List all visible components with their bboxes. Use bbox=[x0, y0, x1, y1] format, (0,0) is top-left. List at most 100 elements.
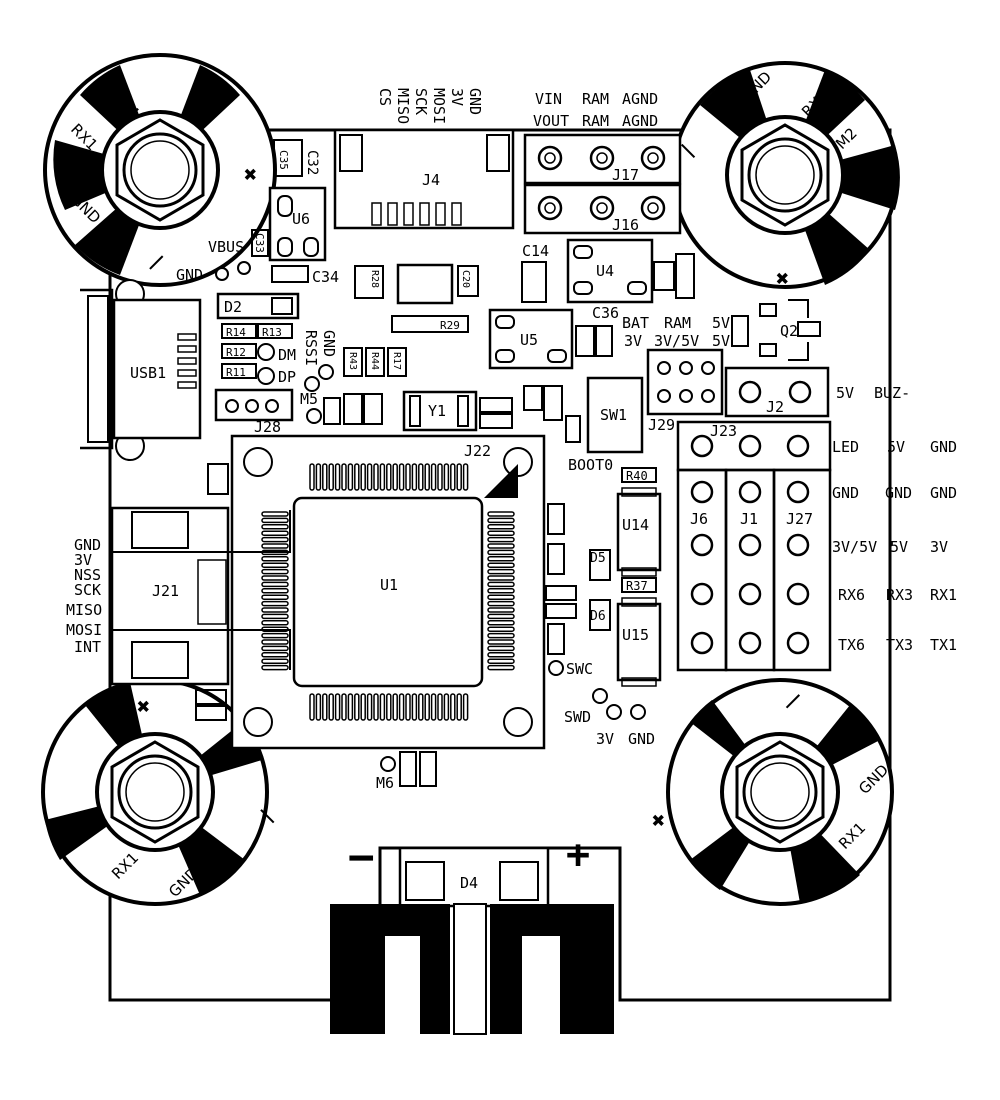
mcu-pin bbox=[450, 463, 456, 491]
j29-label: J29 bbox=[648, 416, 675, 434]
usb-connector: USB1 bbox=[80, 279, 202, 461]
mcu-pin bbox=[487, 549, 515, 556]
mcu-pin bbox=[418, 693, 424, 721]
mount-top-right: GND RX1 M2 bbox=[671, 61, 900, 289]
j4-label: J4 bbox=[422, 171, 440, 189]
j21-pin-1: 3V bbox=[74, 551, 92, 569]
mount-top-left: M4 RX1 GND bbox=[43, 53, 277, 287]
r11-label: R11 bbox=[226, 366, 246, 379]
r44-label: R44 bbox=[369, 352, 380, 370]
battery-pad-positive[interactable] bbox=[490, 904, 614, 1034]
x-mark-tl: ✖ bbox=[244, 163, 257, 188]
r29-footprint bbox=[391, 315, 469, 333]
mcu-pin bbox=[261, 658, 289, 664]
m6-label: M6 bbox=[376, 774, 394, 792]
mcu-pin bbox=[487, 613, 515, 620]
mcu-pin bbox=[379, 693, 386, 721]
mcu-pin bbox=[487, 511, 515, 517]
r29-label: R29 bbox=[440, 319, 460, 332]
pad-swd[interactable] bbox=[592, 688, 608, 704]
x-mark-bl: ✖ bbox=[137, 695, 150, 720]
mcu-pin bbox=[418, 463, 424, 491]
r28-label: R28 bbox=[369, 270, 380, 288]
connector-j28: J28 bbox=[214, 388, 294, 436]
pad-vbus[interactable] bbox=[237, 261, 251, 275]
header-row-3-col-1: RX3 bbox=[886, 586, 913, 604]
y1-label: Y1 bbox=[428, 402, 446, 420]
pad-swc[interactable] bbox=[548, 660, 564, 676]
mcu-pin bbox=[261, 575, 289, 581]
mcu-pin bbox=[261, 562, 289, 568]
mcu-pin bbox=[261, 568, 289, 575]
j27-label: J27 bbox=[786, 510, 813, 528]
c15-footprint bbox=[653, 261, 675, 291]
c13-footprint bbox=[565, 415, 581, 443]
mcu-pin bbox=[386, 463, 392, 491]
mcu-pin bbox=[328, 693, 334, 721]
header-row-2-col-2: 3V bbox=[930, 538, 948, 556]
c20-label: C20 bbox=[460, 270, 471, 288]
mcu-pin bbox=[341, 693, 347, 721]
mcu-pin bbox=[456, 693, 462, 721]
j21-pin-0: GND bbox=[74, 536, 101, 554]
j29-5v-b-label: 5V bbox=[712, 332, 730, 350]
j4-pin-1: 3V bbox=[448, 88, 466, 106]
mcu-pin bbox=[398, 693, 405, 721]
r33-footprint bbox=[547, 623, 565, 655]
r4-footprint bbox=[547, 543, 565, 575]
mcu-pin bbox=[462, 463, 469, 491]
j29-5v-a-label: 5V bbox=[712, 314, 730, 332]
sw1-label: SW1 bbox=[600, 406, 627, 424]
mcu-pin bbox=[487, 652, 515, 658]
mcu-pin bbox=[487, 620, 515, 626]
pad-gnd-rssi[interactable] bbox=[304, 376, 320, 392]
pad-boot0-label: BOOT0 bbox=[568, 456, 613, 474]
header-row-0-col-1: 5V bbox=[887, 438, 905, 456]
j4-pin-4: MISO bbox=[394, 88, 412, 124]
header-row-2-col-0: 3V/5V bbox=[832, 538, 877, 556]
u15-label: U15 bbox=[622, 626, 649, 644]
mcu-pin bbox=[411, 693, 418, 721]
c34-label: C34 bbox=[312, 268, 339, 286]
pad-swd-label: SWD bbox=[564, 708, 591, 726]
pad-gnd[interactable] bbox=[630, 704, 646, 720]
mcu-pin bbox=[334, 463, 341, 491]
connector-j17-j16: VIN RAM AGND VOUT RAM AGND J17 J16 bbox=[523, 90, 682, 235]
c9-footprint bbox=[419, 751, 437, 787]
mcu-pin bbox=[261, 632, 289, 639]
mcu-pin bbox=[261, 639, 289, 645]
mcu-pin bbox=[261, 613, 289, 620]
c20-footprint bbox=[457, 265, 479, 297]
header-row-4-col-0: TX6 bbox=[838, 636, 865, 654]
pad-dp[interactable] bbox=[257, 367, 275, 385]
mcu-pin bbox=[373, 693, 379, 721]
connector-j2: J2 5V BUZ- bbox=[724, 366, 910, 418]
r12-label: R12 bbox=[226, 346, 246, 359]
d6-label: D6 bbox=[590, 609, 606, 624]
pad-m5[interactable] bbox=[306, 408, 322, 424]
pad-gnd-usb[interactable] bbox=[215, 267, 229, 281]
battery-pad-negative[interactable] bbox=[330, 904, 450, 1034]
ic-u9 bbox=[396, 263, 454, 305]
pad-3v[interactable] bbox=[606, 704, 622, 720]
u6-label: U6 bbox=[292, 210, 310, 228]
mcu-pin bbox=[487, 664, 515, 671]
switch-sw1[interactable]: SW1 bbox=[586, 376, 644, 454]
r13-label: R13 bbox=[262, 326, 282, 339]
c4-footprint bbox=[479, 397, 513, 413]
r37-footprint bbox=[621, 577, 657, 593]
pad-dm[interactable] bbox=[257, 343, 275, 361]
pad-rssi[interactable] bbox=[318, 364, 334, 380]
mcu-pin bbox=[487, 594, 515, 600]
j17-label: J17 bbox=[612, 166, 639, 184]
pad-dm-label: DM bbox=[278, 346, 296, 364]
r43-label: R43 bbox=[347, 352, 358, 370]
pad-m6[interactable] bbox=[380, 756, 396, 772]
j2-label: J2 bbox=[766, 398, 784, 416]
c17-footprint bbox=[547, 503, 565, 535]
mcu-pin bbox=[366, 463, 373, 491]
pad-gnd-label: GND bbox=[628, 730, 655, 748]
j22-label: J22 bbox=[464, 442, 491, 460]
mcu-pin bbox=[366, 693, 373, 721]
mcu-pin bbox=[424, 693, 430, 721]
